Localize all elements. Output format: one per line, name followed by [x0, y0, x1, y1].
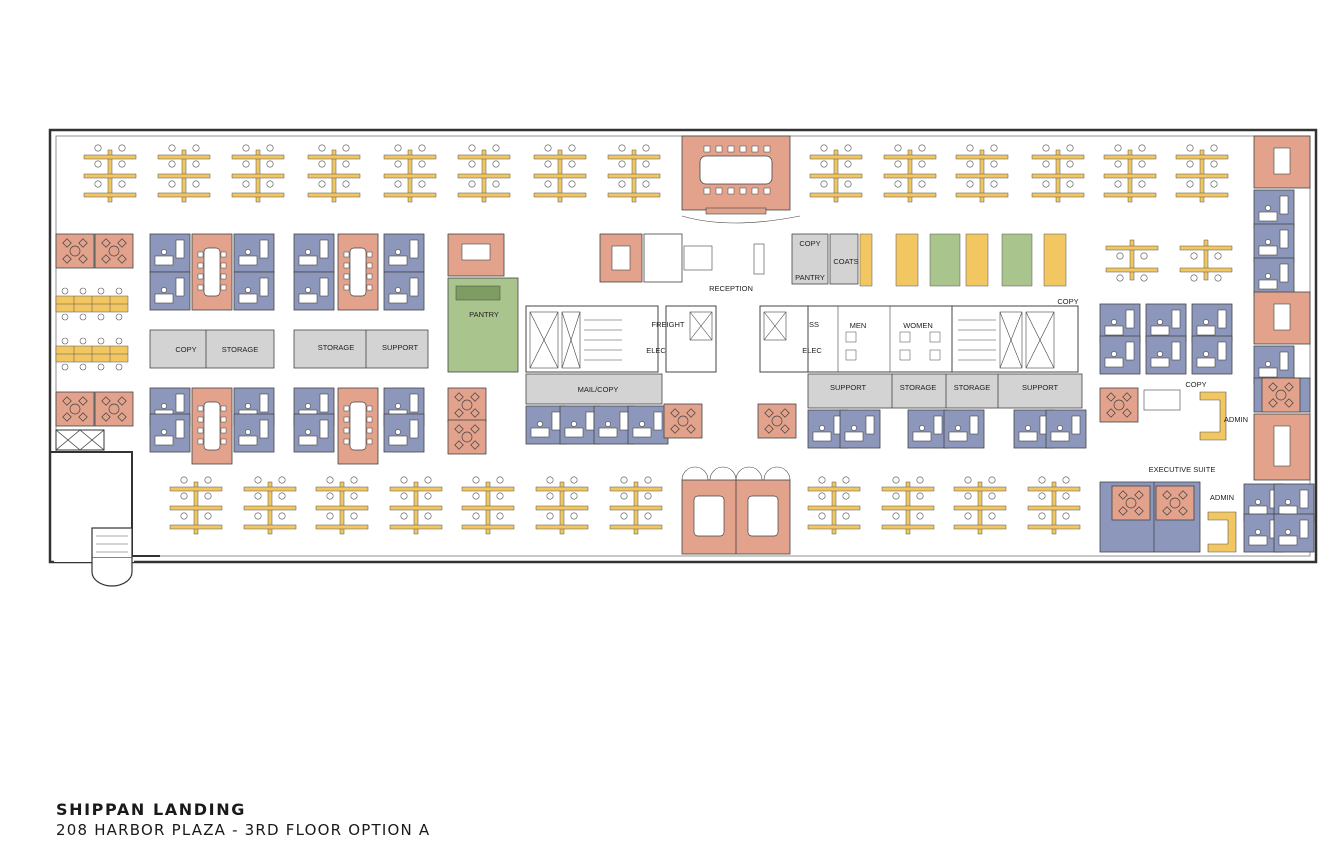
label-support-e2: SUPPORT [1022, 383, 1059, 392]
label-ss: SS [809, 320, 819, 329]
east-wing [1099, 135, 1315, 553]
label-coats: COATS [833, 257, 858, 266]
stair-east [91, 527, 133, 587]
label-admin-2: ADMIN [1210, 493, 1234, 502]
label-admin-1: ADMIN [1224, 415, 1248, 424]
label-women: WOMEN [903, 321, 933, 330]
boardroom-north [681, 135, 791, 215]
label-men: MEN [850, 321, 867, 330]
title-block: SHIPPAN LANDING 208 HARBOR PLAZA - 3RD F… [56, 800, 430, 839]
label-elec-west: ELEC [646, 346, 666, 355]
label-copy-east: COPY [1057, 297, 1078, 306]
label-support-e1: SUPPORT [830, 383, 867, 392]
label-storage-e2: STORAGE [954, 383, 991, 392]
project-name: SHIPPAN LANDING [56, 800, 246, 819]
label-copy-north: COPY [799, 239, 820, 248]
building-core [525, 305, 1087, 449]
south-workstation-row [169, 476, 1081, 537]
south-conference-pair [681, 466, 791, 555]
label-executive-suite: EXECUTIVE SUITE [1149, 465, 1216, 474]
label-freight: FREIGHT [652, 320, 685, 329]
north-workstation-row [83, 144, 1229, 205]
label-storage-w2: STORAGE [318, 343, 355, 352]
project-subtitle: 208 HARBOR PLAZA - 3RD FLOOR OPTION A [56, 821, 431, 839]
label-copy-exec: COPY [1185, 380, 1206, 389]
building-shell [48, 128, 1318, 587]
label-pantry-west: PANTRY [469, 310, 499, 319]
label-support-w: SUPPORT [382, 343, 419, 352]
west-closets [55, 429, 105, 451]
label-pantry-east: PANTRY [795, 273, 825, 282]
label-storage-e1: STORAGE [900, 383, 937, 392]
label-reception: RECEPTION [709, 284, 753, 293]
room-labels: RECEPTION PANTRY PANTRY COPY COPY COPY C… [175, 239, 1248, 502]
reception-zone [599, 215, 859, 285]
label-copy-west: COPY [175, 345, 196, 354]
label-mail-copy: MAIL/COPY [578, 385, 619, 394]
west-wing [55, 233, 519, 465]
north-east-bench [859, 233, 1233, 287]
label-storage-w1: STORAGE [222, 345, 259, 354]
label-elec-east: ELEC [802, 346, 822, 355]
